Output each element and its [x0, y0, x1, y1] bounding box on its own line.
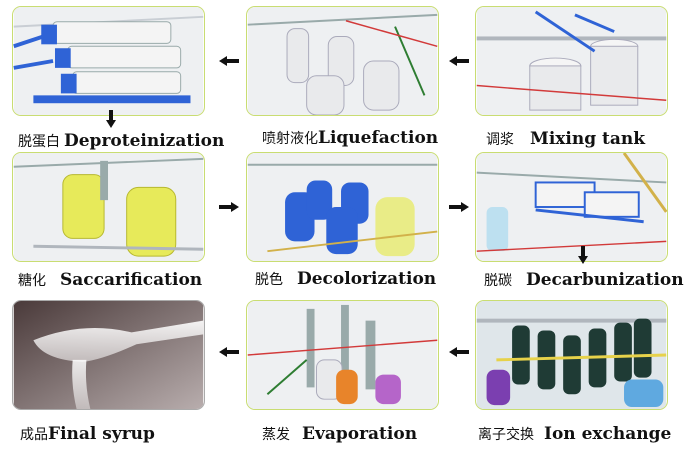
mixing-tank-cn: 调浆	[486, 132, 514, 148]
mixing-tank-image	[475, 6, 668, 116]
decolorization-image	[246, 152, 439, 262]
saccarification-cn: 糖化	[18, 273, 46, 289]
arrow-left-icon	[449, 347, 469, 357]
arrow-right-icon	[449, 202, 469, 212]
arrow-down-icon	[578, 246, 588, 264]
arrow-down-icon	[106, 110, 116, 128]
decolorization-cn: 脱色	[255, 272, 283, 288]
ion-exchange-en: Ion exchange	[544, 424, 671, 444]
saccarification-image	[12, 152, 205, 262]
decarbunization-cn: 脱碳	[484, 273, 512, 289]
final-syrup-cn: 成品	[20, 427, 48, 443]
evaporation-image	[246, 300, 439, 410]
deproteinization-cn: 脱蛋白	[18, 134, 60, 150]
mixing-tank-en: Mixing tank	[530, 129, 645, 149]
final-syrup-caption: 成品Final syrup	[20, 423, 155, 445]
arrow-left-icon	[219, 347, 239, 357]
decolorization-en: Decolorization	[297, 269, 436, 289]
final-syrup-en: Final syrup	[48, 424, 155, 444]
evaporation-en: Evaporation	[302, 424, 417, 444]
deproteinization-en: Deproteinization	[64, 131, 224, 151]
mixing-tank-caption: 调浆 Mixing tank	[486, 128, 645, 150]
decarbunization-image	[475, 152, 668, 262]
evaporation-cn: 蒸发	[262, 427, 290, 443]
arrow-right-icon	[219, 202, 239, 212]
decolorization-caption: 脱色 Decolorization	[255, 268, 436, 290]
deproteinization-image	[12, 6, 205, 116]
ion-exchange-image	[475, 300, 668, 410]
saccarification-caption: 糖化 Saccarification	[18, 269, 202, 291]
ion-exchange-caption: 离子交换 Ion exchange	[478, 423, 671, 445]
final-syrup-image	[12, 300, 205, 410]
liquefaction-image	[246, 6, 439, 116]
arrow-left-icon	[449, 56, 469, 66]
ion-exchange-cn: 离子交换	[478, 427, 534, 443]
evaporation-caption: 蒸发 Evaporation	[262, 423, 417, 445]
decarbunization-caption: 脱碳 Decarbunization	[484, 269, 684, 291]
saccarification-en: Saccarification	[60, 270, 202, 290]
liquefaction-en: Liquefaction	[318, 128, 438, 148]
liquefaction-caption: 喷射液化Liquefaction	[262, 127, 438, 149]
decarbunization-en: Decarbunization	[526, 270, 684, 290]
arrow-left-icon	[219, 56, 239, 66]
liquefaction-cn: 喷射液化	[262, 131, 318, 147]
